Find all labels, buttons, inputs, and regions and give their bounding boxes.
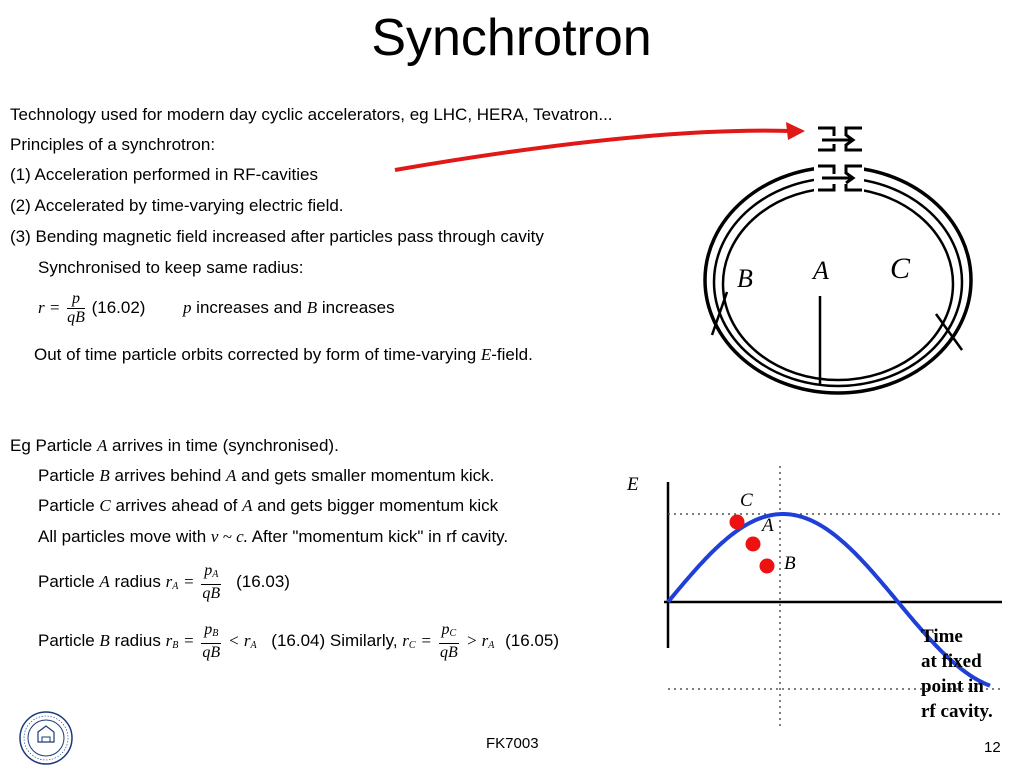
ring-label-c: C	[890, 252, 911, 285]
eq5-tag: (16.05)	[505, 630, 559, 650]
text-line-8: Out of time particle orbits corrected by…	[34, 344, 533, 366]
eq5-gt: > rA	[465, 630, 495, 651]
eq5-eq: =	[420, 630, 432, 650]
l13-b: radius	[109, 571, 166, 591]
eq1-den: qB	[67, 309, 85, 326]
l11-b: arrives ahead of	[110, 496, 243, 515]
time-note-line-4: rf cavity.	[921, 701, 993, 722]
time-note-line-2: at fixed	[921, 651, 982, 672]
rf-cavity-icon	[818, 126, 862, 192]
l10-c: and gets smaller momentum kick.	[236, 466, 495, 485]
eq5-lhs: rC	[402, 630, 416, 651]
university-seal-logo	[19, 711, 73, 765]
eq1-end: increases	[317, 297, 395, 317]
l10-B: B	[99, 466, 110, 485]
l14-B: B	[99, 630, 110, 650]
particle-b-line	[710, 291, 729, 336]
text-line-2: Principles of a synchrotron:	[10, 135, 216, 154]
l9-b: arrives in time (synchronised).	[107, 436, 339, 455]
particle-b-dot	[759, 558, 775, 574]
l9-a: Eg Particle	[10, 436, 97, 455]
text-line-6: Synchronised to keep same radius:	[38, 258, 304, 277]
time-note: Time at fixed point in rf cavity.	[921, 624, 993, 724]
eq4-eq: =	[183, 630, 195, 650]
l12-b: After "momentum kick" in rf cavity.	[247, 527, 509, 546]
l11-c: and gets bigger momentum kick	[252, 496, 499, 515]
particle-c-dot	[729, 514, 745, 530]
eq1-tag: (16.02)	[91, 297, 146, 317]
eq1-mid: increases and	[191, 297, 307, 317]
l8-b: -field.	[491, 345, 533, 364]
eq1-B: B	[306, 297, 318, 317]
l14-a: Particle	[38, 630, 100, 650]
l13-A: A	[99, 571, 110, 591]
ring-inner	[721, 186, 955, 382]
text-line-11: Particle C arrives ahead of A and gets b…	[38, 495, 498, 517]
particle-a-dot	[745, 536, 761, 552]
footer-course-code: FK7003	[486, 735, 539, 752]
text-line-12: All particles move with v ~ c. After "mo…	[38, 526, 508, 548]
text-line-10: Particle B arrives behind A and gets sma…	[38, 465, 494, 487]
eq3-eq: =	[183, 571, 195, 591]
l12-v: v ~ c.	[210, 527, 248, 546]
l11-C: C	[99, 496, 111, 515]
wave-label-c: C	[740, 490, 753, 511]
eq4-tag: (16.04) Similarly,	[271, 630, 403, 650]
l9-A: A	[96, 436, 108, 455]
l8-E: E	[480, 345, 492, 364]
red-arrow	[394, 122, 805, 172]
wave-label-b: B	[784, 553, 796, 574]
l11-A: A	[242, 496, 253, 515]
eq4-lhs: rB	[165, 630, 179, 651]
rf-field-waveform-plot	[664, 466, 1002, 730]
eq1-lhs: r =	[38, 297, 61, 317]
text-line-3: (1) Acceleration performed in RF-cavitie…	[10, 165, 319, 184]
time-note-line-1: Time	[921, 626, 963, 647]
axis-label-e: E	[627, 474, 639, 495]
sine-wave	[666, 512, 991, 688]
text-line-5: (3) Bending magnetic field increased aft…	[10, 227, 544, 246]
eq1-num: p	[67, 290, 85, 309]
particle-c-line	[934, 313, 964, 351]
eq1-p: p	[182, 297, 192, 317]
l10-A: A	[226, 466, 237, 485]
l11-a: Particle	[38, 496, 100, 515]
l8-a: Out of time particle orbits corrected by…	[34, 345, 481, 364]
l10-b: arrives behind	[109, 466, 227, 485]
slide-title: Synchrotron	[371, 9, 652, 67]
ring-label-b: B	[737, 264, 753, 293]
l13-a: Particle	[38, 571, 100, 591]
page-number: 12	[984, 739, 1001, 756]
text-line-1: Technology used for modern day cyclic ac…	[10, 105, 613, 124]
time-note-line-3: point in	[921, 676, 984, 697]
l14-b: radius	[109, 630, 166, 650]
synchrotron-ring-diagram	[703, 124, 973, 395]
eq3-tag: (16.03)	[236, 571, 290, 591]
text-line-4: (2) Accelerated by time-varying electric…	[10, 196, 344, 215]
rf-cavity-mask	[814, 124, 864, 194]
eq3-lhs: rA	[165, 571, 179, 592]
ring-label-a: A	[813, 256, 829, 285]
eq4-lt: < rA	[228, 630, 257, 651]
l10-a: Particle	[38, 466, 100, 485]
l12-a: All particles move with	[38, 527, 211, 546]
wave-label-a: A	[762, 515, 774, 536]
text-line-9: Eg Particle A arrives in time (synchroni…	[10, 435, 339, 457]
